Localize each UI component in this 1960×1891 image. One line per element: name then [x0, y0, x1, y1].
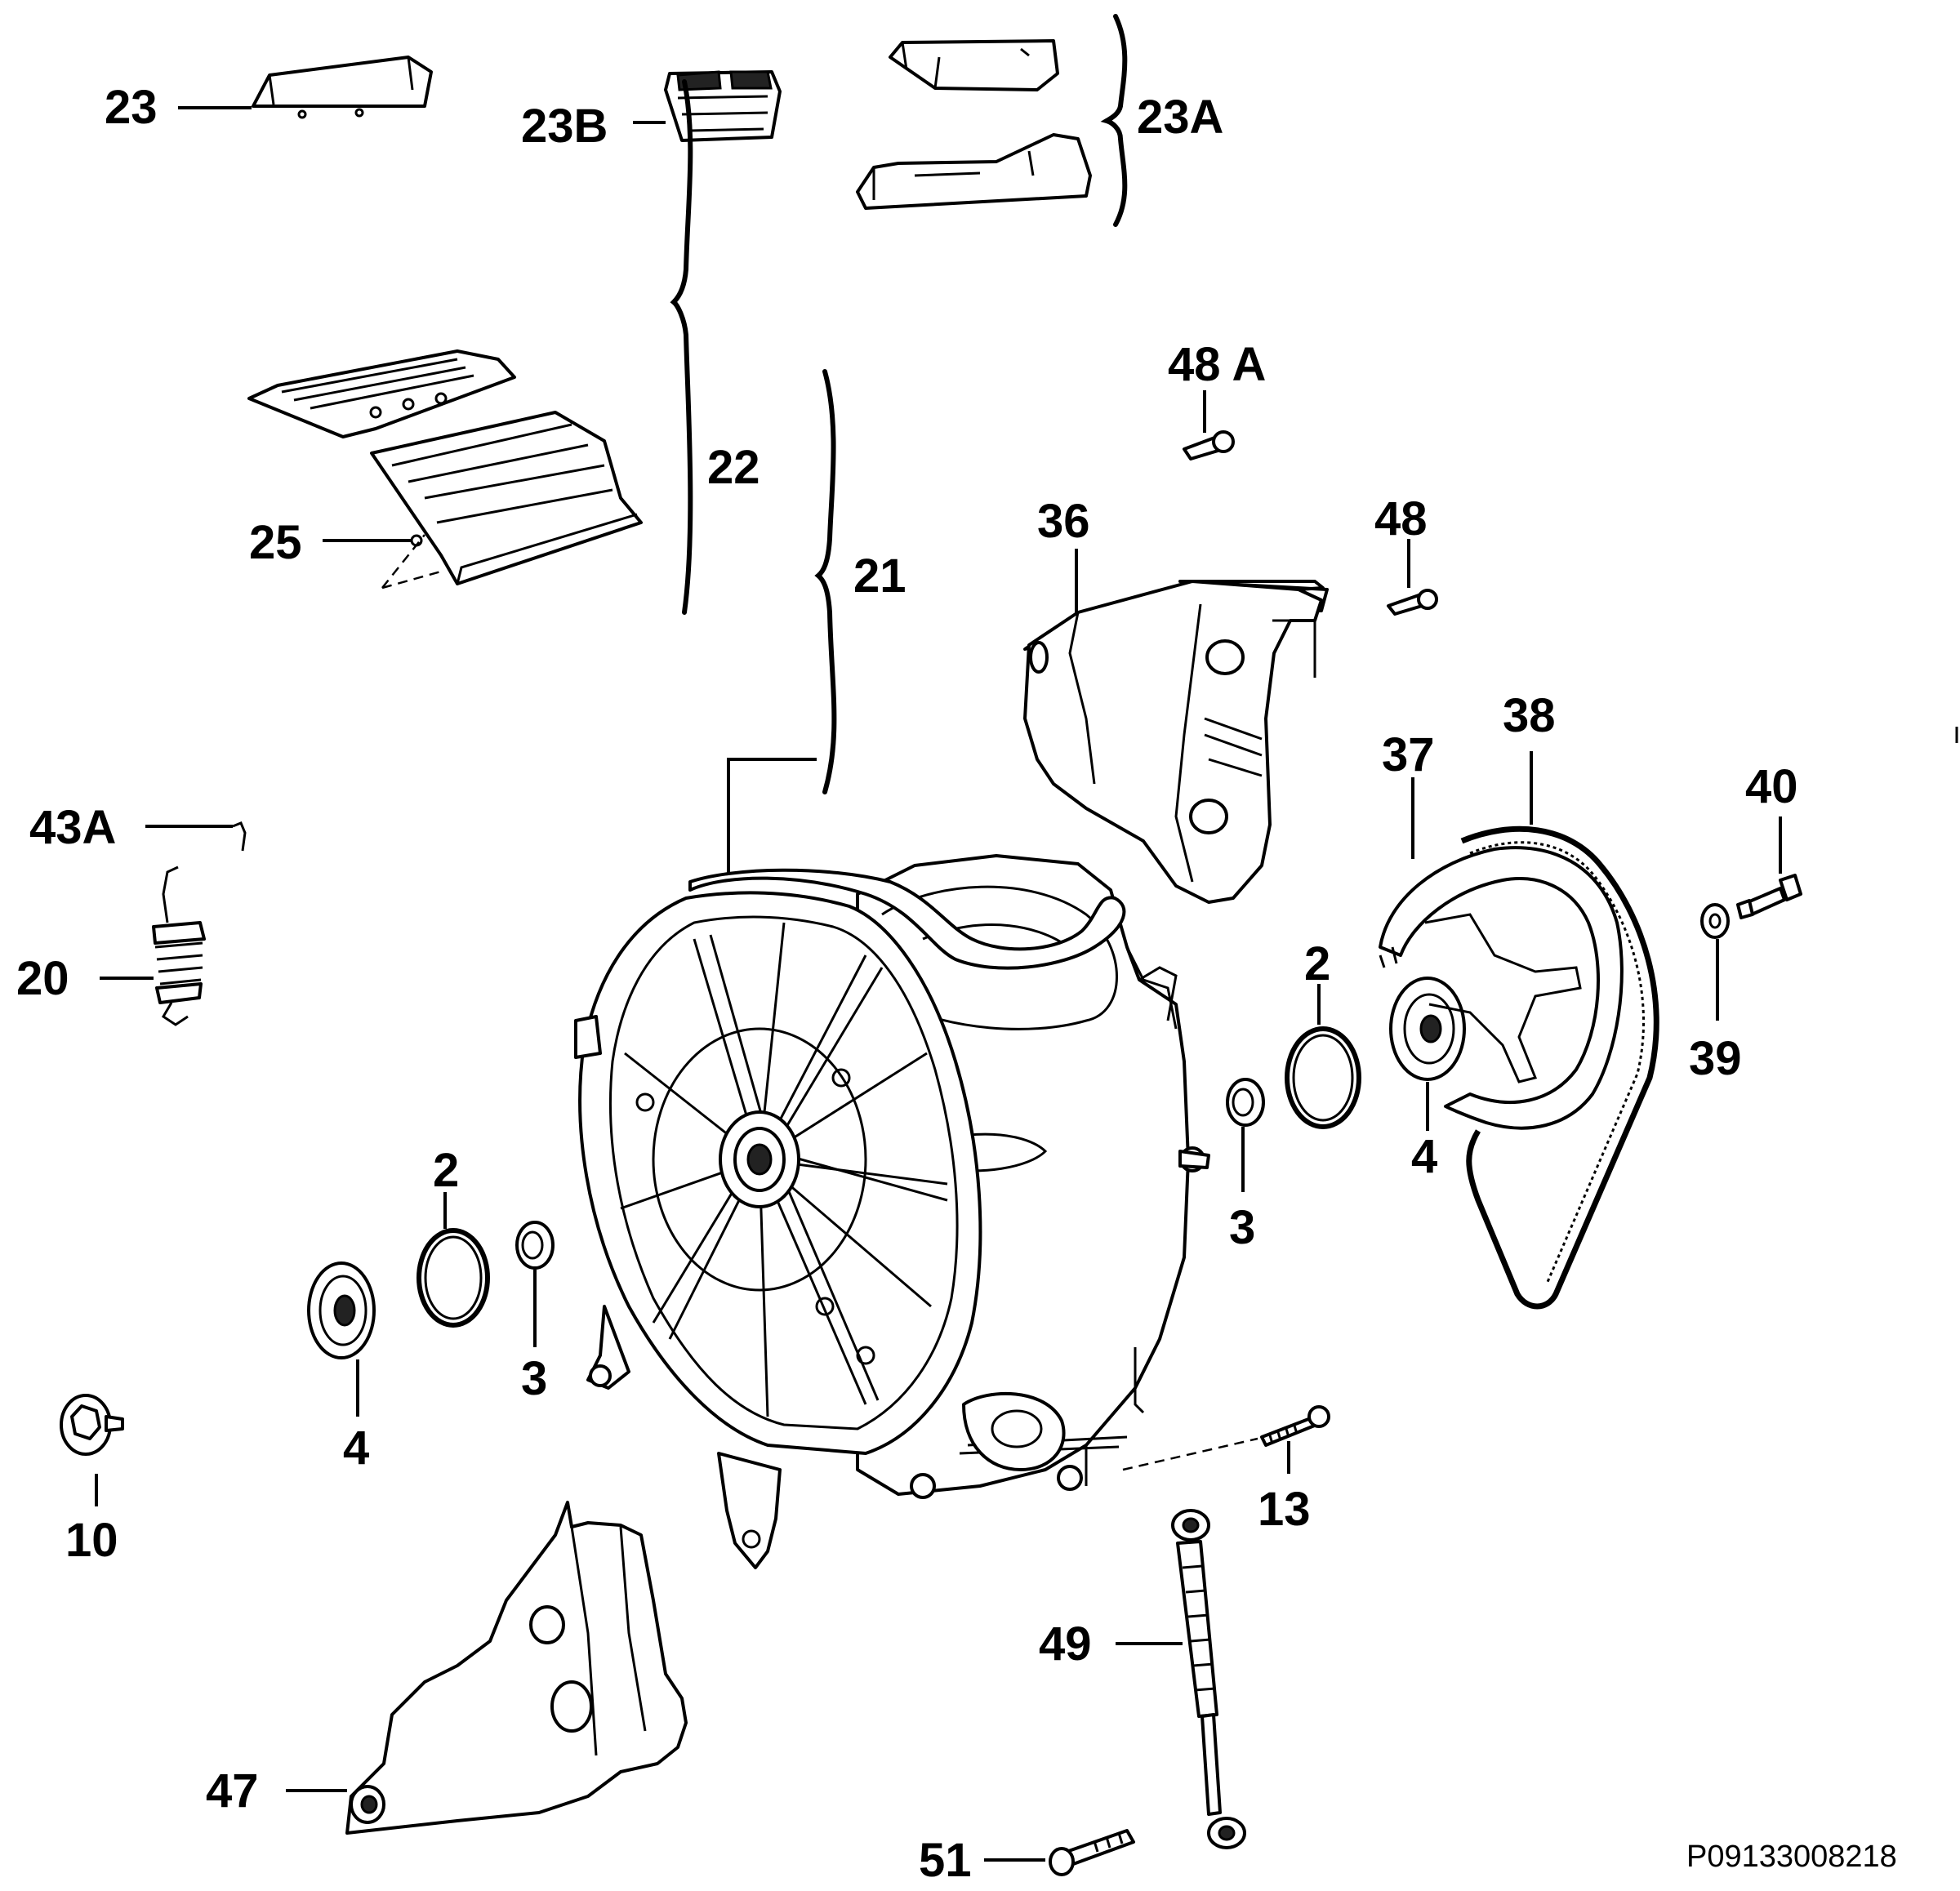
part-23a-drawing	[856, 14, 1128, 227]
callout-23a: 23A	[1137, 91, 1224, 144]
part-3-left-drawing	[515, 1221, 555, 1347]
part-22-drawing	[247, 79, 693, 615]
part-37-drawing	[1379, 777, 1624, 1130]
callout-40: 40	[1745, 760, 1798, 813]
part-13-drawing	[1122, 1405, 1330, 1474]
part-23-drawing	[178, 56, 433, 119]
callout-22: 22	[707, 441, 760, 494]
callout-3-right: 3	[1229, 1201, 1256, 1254]
part-2-left-drawing	[416, 1192, 490, 1328]
callout-49: 49	[1039, 1617, 1092, 1671]
part-4-left-drawing	[307, 1261, 376, 1417]
callout-23: 23	[105, 81, 158, 134]
brace-21	[814, 369, 837, 794]
callout-43a: 43A	[29, 801, 117, 854]
callout-2-left: 2	[433, 1144, 460, 1197]
leader-21	[727, 758, 817, 878]
callout-48: 48	[1374, 492, 1428, 545]
part-23b-drawing	[633, 70, 782, 142]
callout-4-right: 4	[1411, 1130, 1438, 1183]
callout-48a: 48 A	[1168, 341, 1266, 389]
part-51-drawing	[984, 1829, 1135, 1876]
part-2-right-drawing	[1285, 984, 1361, 1129]
callout-20: 20	[16, 952, 69, 1005]
part-43a-drawing	[145, 821, 247, 852]
callout-23b: 23B	[521, 100, 608, 153]
tub-drawing	[574, 854, 1210, 1569]
part-38-drawing	[1460, 751, 1659, 1310]
callout-21: 21	[853, 550, 906, 603]
callout-38: 38	[1503, 689, 1556, 742]
callout-39: 39	[1689, 1032, 1742, 1085]
callout-48a-number: 48	[1168, 338, 1221, 391]
callout-36: 36	[1037, 495, 1090, 548]
part-10-drawing	[60, 1394, 124, 1506]
callout-48a-suffix: A	[1232, 338, 1267, 391]
callout-25: 25	[249, 516, 302, 569]
part-20-drawing	[100, 865, 206, 1026]
part-40-drawing	[1736, 816, 1802, 919]
part-36-drawing	[1023, 549, 1329, 904]
part-48-drawing	[1387, 539, 1438, 616]
part-47-drawing	[286, 1501, 688, 1835]
callout-47: 47	[206, 1764, 259, 1818]
part-48a-drawing	[1183, 390, 1235, 461]
part-49-drawing	[1116, 1509, 1246, 1849]
part-3-right-drawing	[1226, 1078, 1265, 1192]
callout-10: 10	[65, 1514, 118, 1567]
part-39-drawing	[1700, 903, 1730, 1021]
part-4-right-drawing	[1389, 977, 1466, 1131]
callout-37: 37	[1382, 728, 1435, 781]
callout-3-left: 3	[521, 1352, 548, 1405]
drawing-code: P09133008218	[1686, 1840, 1897, 1874]
callout-51: 51	[919, 1834, 972, 1887]
callout-2-right: 2	[1304, 937, 1331, 990]
callout-13: 13	[1258, 1483, 1311, 1536]
callout-4-left: 4	[343, 1422, 370, 1475]
